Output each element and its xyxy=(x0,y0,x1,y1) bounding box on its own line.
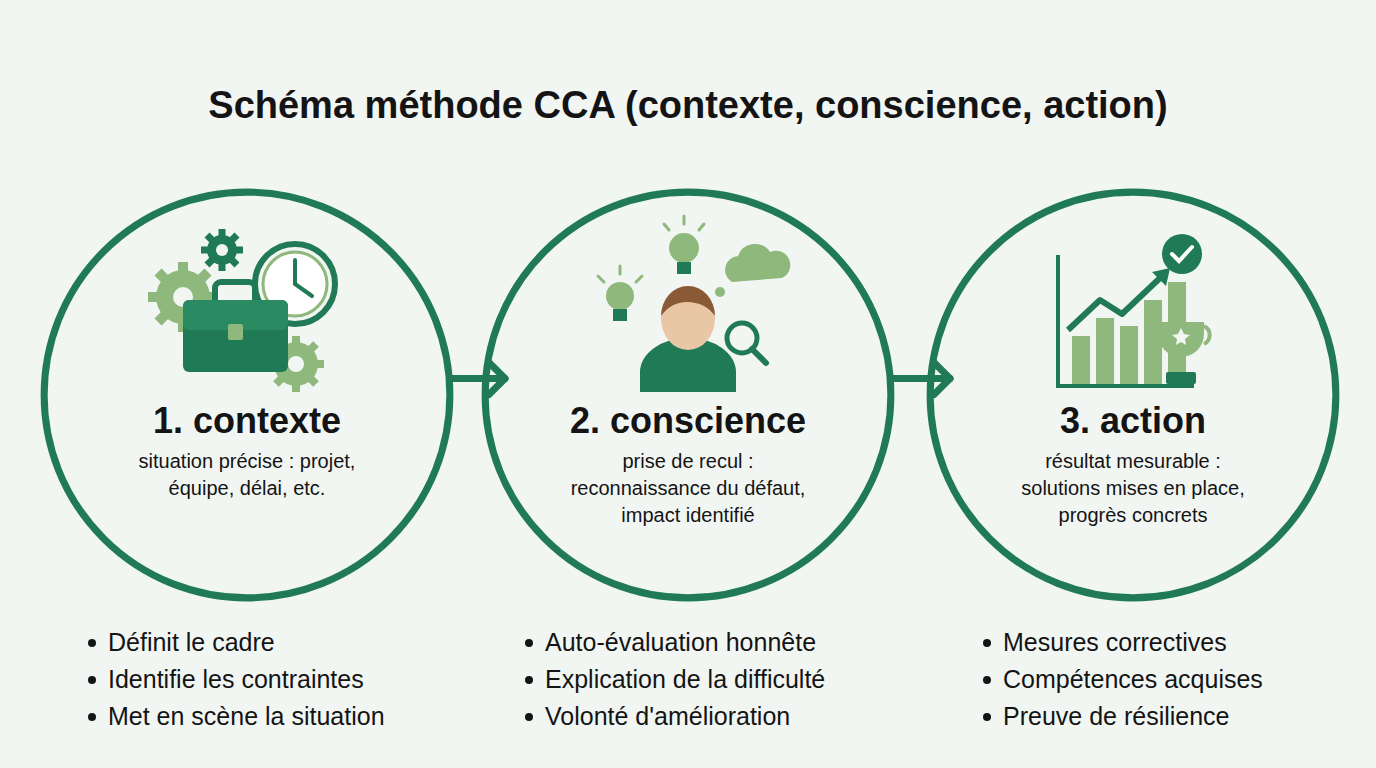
step-description: résultat mesurable : solutions mises en … xyxy=(1003,448,1263,529)
bullet-dot xyxy=(525,676,533,684)
bullet-text: Volonté d'amélioration xyxy=(545,702,790,731)
step-circle: 2. conscience prise de recul : reconnaiss… xyxy=(481,188,895,602)
arrow-line xyxy=(892,375,950,382)
bullet-text: Preuve de résilience xyxy=(1003,702,1230,731)
bullet-text: Auto-évaluation honnête xyxy=(545,628,816,657)
bullet-dot xyxy=(88,713,96,721)
bullet-dot xyxy=(525,713,533,721)
bullet-dot xyxy=(983,676,991,684)
step-description: situation précise : projet, équipe, déla… xyxy=(117,448,377,502)
bullet-text: Mesures correctives xyxy=(1003,628,1227,657)
bullet-dot xyxy=(525,639,533,647)
step-text: 2. conscience prise de recul : reconnaiss… xyxy=(481,400,895,529)
flow-arrow xyxy=(451,362,505,394)
diagram-title: Schéma méthode CCA (contexte, conscience… xyxy=(0,84,1376,127)
arrow-head xyxy=(934,362,950,394)
circle-outline xyxy=(481,188,895,602)
action-icon xyxy=(1058,234,1210,386)
bullet-text: Met en scène la situation xyxy=(108,702,385,731)
arrow-line xyxy=(451,375,505,382)
bullet-dot xyxy=(88,676,96,684)
bullet-dot xyxy=(983,639,991,647)
bullet-dot xyxy=(88,639,96,647)
arrow-head xyxy=(489,362,505,394)
step-circle: 1. contexte situation précise : projet, é… xyxy=(40,188,454,602)
step-heading: 2. conscience xyxy=(570,400,806,442)
step-description: prise de recul : reconnaissance du défau… xyxy=(558,448,818,529)
step-heading: 1. contexte xyxy=(153,400,341,442)
flow-arrow xyxy=(892,362,950,394)
bullet-text: Identifie les contraintes xyxy=(108,665,364,694)
bullet-text: Compétences acquises xyxy=(1003,665,1263,694)
step-circle: 3. action résultat mesurable : solutions … xyxy=(926,188,1340,602)
circle-outline xyxy=(926,188,1340,602)
bullet-text: Explication de la difficulté xyxy=(545,665,825,694)
awareness-icon xyxy=(598,216,790,392)
step-heading: 3. action xyxy=(1060,400,1206,442)
bullet-text: Définit le cadre xyxy=(108,628,275,657)
step-text: 1. contexte situation précise : projet, é… xyxy=(40,400,454,502)
bullet-dot xyxy=(983,713,991,721)
circle-outline xyxy=(40,188,454,602)
step-text: 3. action résultat mesurable : solutions … xyxy=(926,400,1340,529)
context-icon xyxy=(148,229,335,392)
